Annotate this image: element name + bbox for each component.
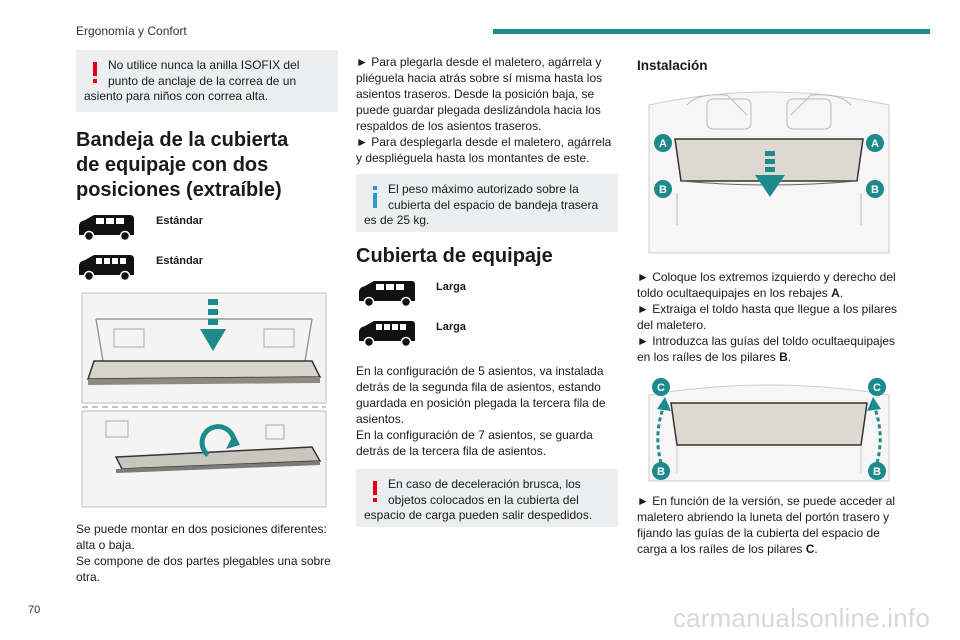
paragraph: En la configuración de 7 asientos, se gu… bbox=[356, 428, 593, 458]
warning-icon bbox=[93, 62, 97, 83]
van-icon bbox=[359, 321, 415, 348]
vehicle-standard-1: Estándar bbox=[76, 213, 338, 247]
column-2: ► Para plegarla desde el maletero, agárr… bbox=[356, 54, 618, 527]
column-3: Instalación A A B B ► Coloque los extrem… bbox=[637, 58, 903, 557]
warning-note: En caso de deceleración brusca, los obje… bbox=[356, 469, 618, 527]
vehicle-label: Larga bbox=[436, 321, 466, 333]
paragraph: En la configuración de 5 asientos, va in… bbox=[356, 364, 606, 426]
callout-label: C bbox=[657, 382, 665, 394]
section-heading: Bandeja de la cubierta de equipaje con d… bbox=[76, 129, 289, 201]
callout-label: A bbox=[659, 138, 667, 150]
van-icon bbox=[359, 281, 415, 308]
info-note: El peso máximo autorizado sobre la cubie… bbox=[356, 174, 618, 232]
section-heading: Cubierta de equipaje bbox=[356, 245, 553, 267]
instruction-install-2: ► Extraiga el toldo hasta que llegue a l… bbox=[637, 302, 898, 332]
installation-illustration-2: C C B B bbox=[637, 373, 901, 483]
warning-text-2: asiento para niños con correa alta. bbox=[84, 89, 269, 103]
vehicle-standard-2: Estándar bbox=[76, 253, 338, 287]
warning-note: No utilice nunca la anilla ISOFIX del pu… bbox=[76, 50, 338, 112]
vehicle-label: Estándar bbox=[156, 255, 204, 267]
column-1: No utilice nunca la anilla ISOFIX del pu… bbox=[76, 50, 338, 585]
header-accent-bar bbox=[493, 29, 930, 34]
instruction-install-3: ► Introduzca las guías del toldo ocultae… bbox=[637, 334, 896, 364]
vehicle-long-1: Larga bbox=[356, 279, 618, 313]
info-icon bbox=[373, 186, 377, 208]
callout-label: B bbox=[659, 184, 667, 196]
section-heading: Instalación bbox=[637, 58, 708, 73]
van-icon bbox=[79, 255, 134, 282]
running-header: Ergonomía y Confort bbox=[76, 24, 187, 38]
warning-text-1: No utilice nunca la anilla ISOFIX del pu… bbox=[108, 58, 300, 88]
callout-label: B bbox=[873, 466, 881, 478]
luggage-shelf-illustration bbox=[76, 289, 332, 511]
info-text-2: es de 25 kg. bbox=[364, 213, 430, 227]
paragraph: Se puede montar en dos posiciones difere… bbox=[76, 522, 327, 552]
vehicle-label: Larga bbox=[436, 281, 466, 293]
vehicle-long-2: Larga bbox=[356, 319, 618, 353]
instruction-unfold: ► Para desplegarla desde el maletero, ag… bbox=[356, 135, 612, 165]
callout-label: C bbox=[873, 382, 881, 394]
instruction-install-4: ► En función de la versión, se puede acc… bbox=[637, 494, 896, 556]
watermark: carmanualsonline.info bbox=[672, 603, 930, 633]
van-icon bbox=[79, 215, 134, 242]
callout-label: A bbox=[871, 138, 879, 150]
warning-text-2: espacio de carga pueden salir despedidos… bbox=[364, 508, 593, 522]
warning-icon bbox=[373, 481, 377, 502]
installation-illustration-1: A A B B bbox=[637, 85, 901, 255]
info-text-1: El peso máximo autorizado sobre la cubie… bbox=[388, 182, 599, 212]
page-number: 70 bbox=[28, 604, 41, 616]
warning-text-1: En caso de deceleración brusca, los obje… bbox=[388, 477, 581, 507]
instruction-fold: ► Para plegarla desde el maletero, agárr… bbox=[356, 55, 603, 133]
vehicle-label: Estándar bbox=[156, 215, 204, 227]
instruction-install-1: ► Coloque los extremos izquierdo y derec… bbox=[637, 270, 896, 300]
paragraph: Se compone de dos partes plegables una s… bbox=[76, 554, 331, 584]
callout-label: B bbox=[657, 466, 665, 478]
callout-label: B bbox=[871, 184, 879, 196]
